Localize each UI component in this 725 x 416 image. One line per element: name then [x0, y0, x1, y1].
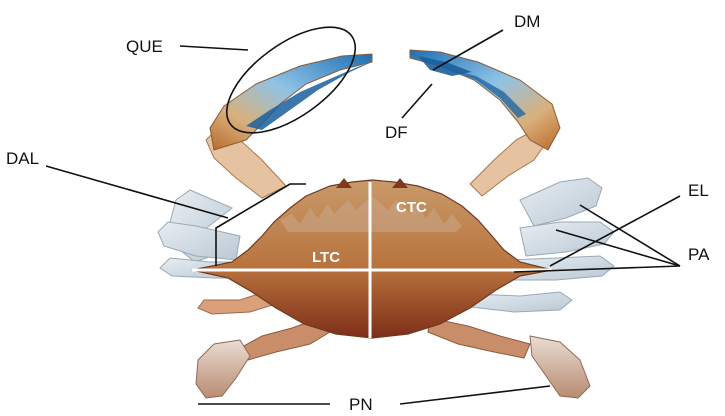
dal-leader: [46, 166, 228, 218]
label-pn: PN: [349, 396, 373, 413]
label-ctc: CTC: [396, 199, 427, 216]
carapace: [192, 178, 552, 338]
label-dm: DM: [514, 13, 540, 30]
swimming-leg-left: [196, 318, 330, 398]
swimming-leg-right: [428, 318, 590, 398]
label-ltc: LTC: [312, 249, 340, 266]
label-dal: DAL: [6, 150, 39, 167]
label-pa: PA: [688, 246, 709, 263]
pn-leader-right: [400, 386, 550, 404]
df-leader: [402, 84, 432, 118]
cheliped-right: [410, 50, 560, 196]
label-que: QUE: [126, 38, 163, 55]
que-leader: [180, 46, 248, 50]
label-el: EL: [688, 182, 709, 199]
label-df: DF: [385, 124, 408, 141]
